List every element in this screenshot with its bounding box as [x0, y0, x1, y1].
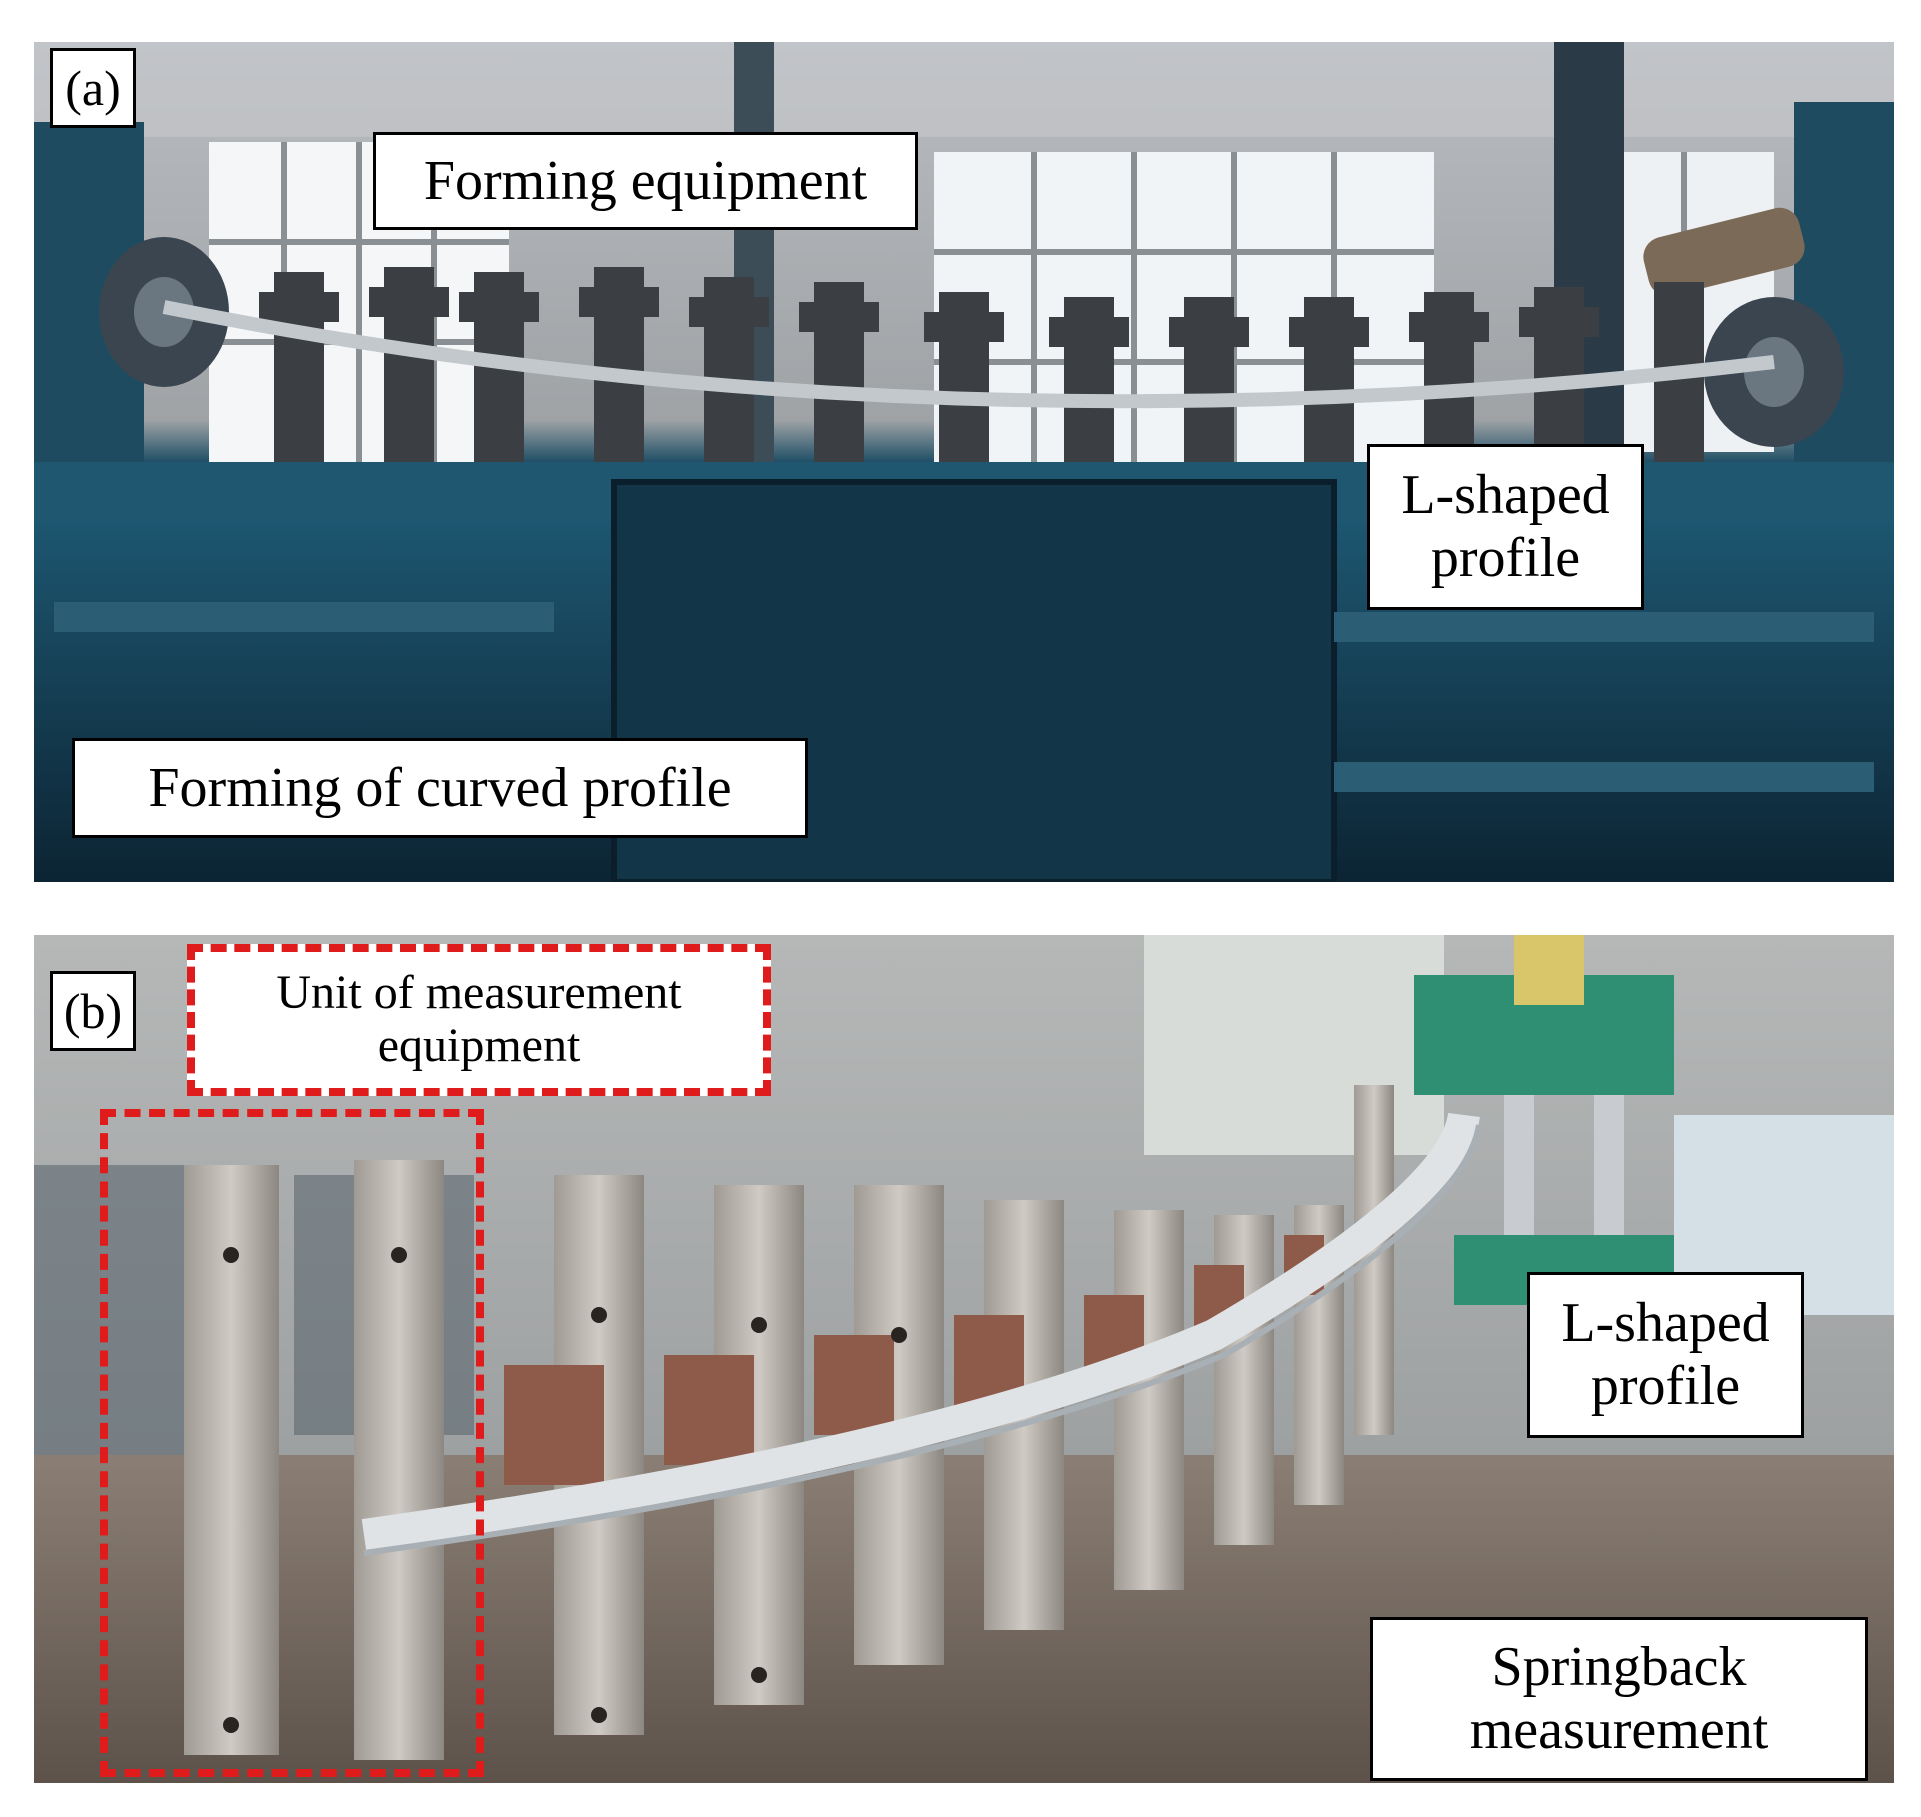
label-forming-curved-profile: Forming of curved profile — [72, 738, 808, 838]
label-l-shaped-profile-b: L-shaped profile — [1527, 1272, 1804, 1438]
measurement-unit-highlight-box — [100, 1109, 484, 1777]
panel-a-tag: (a) — [50, 48, 136, 128]
hydraulic-press — [1144, 935, 1894, 1315]
forming-equipment-photo — [34, 42, 1894, 882]
l-shaped-curved-profile — [361, 1112, 1480, 1551]
label-forming-equipment: Forming equipment — [373, 132, 918, 230]
roller-right — [1643, 102, 1894, 502]
panel-b-tag: (b) — [50, 971, 136, 1051]
label-l-shaped-profile-a: L-shaped profile — [1367, 444, 1644, 610]
bolt-holes — [223, 1247, 907, 1733]
label-unit-of-measurement: Unit of measurement equipment — [187, 944, 771, 1096]
panel-a-photo: (a) Forming equipment L-shaped profile F… — [34, 42, 1894, 882]
panel-b-photo: (b) Unit of measurement equipment L-shap… — [34, 935, 1894, 1783]
label-springback-measurement: Springback measurement — [1370, 1617, 1868, 1781]
curved-profile-strip — [162, 300, 1775, 409]
